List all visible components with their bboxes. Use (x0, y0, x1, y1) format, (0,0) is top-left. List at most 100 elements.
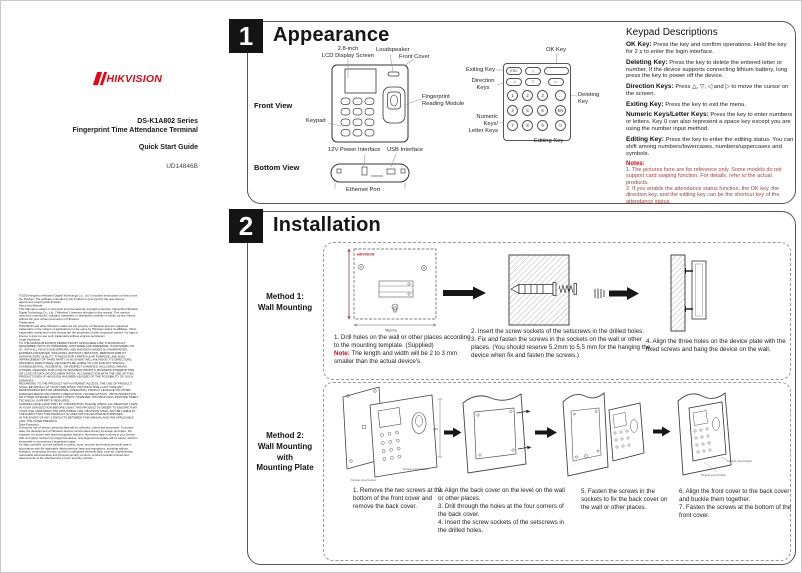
power-interface-label: 12V Power Interface (328, 147, 381, 153)
legal-text-block: ©2020 Hangzhou Hikvision Digital Technol… (19, 294, 139, 510)
key-8: 8 (522, 120, 533, 131)
annotation-text: Tamper-proof button (727, 459, 753, 463)
keypad-descriptions-list: OK Key: Press the key and confirm operat… (626, 41, 794, 205)
right-key: ▷ (548, 78, 564, 86)
up-key: △ (525, 67, 541, 75)
arrow-icon (609, 287, 639, 300)
usb-interface-label: USB Interface (387, 147, 424, 153)
fingerprint-module-label: Fingerprint Reading Module (422, 94, 465, 107)
hikvision-logo: HIKVISION (92, 71, 162, 86)
mounted-device-diagram: Tamper-proof button Tamper-proof button (677, 392, 753, 477)
annotation-text: Tamper-proof button (403, 467, 429, 471)
leader-lines (327, 53, 422, 189)
device-height-dimension: 140 (433, 427, 438, 431)
description-item: Deleting Key: Press the key to delete th… (626, 59, 794, 81)
method2-illustration: 140 Tamper-proof button Tamper-proof but… (342, 386, 753, 482)
installation-section-box (247, 211, 796, 565)
method1-box (323, 242, 791, 380)
key-5: 5 (522, 105, 533, 116)
wall-back-cover-diagram (462, 393, 532, 474)
method1-step4: 4. Align the three holes on the device p… (646, 338, 786, 354)
loudspeaker-label: Loudspeaker (376, 47, 410, 53)
exiting-key-label: Exiting Key (466, 67, 495, 73)
description-item: Numeric Keys/Letter Keys: Press the key … (626, 111, 794, 133)
description-item: OK Key: Press the key and confirm operat… (626, 41, 794, 56)
description-text: Press the key and confirm operations. Ho… (626, 42, 787, 55)
method2-box (323, 382, 791, 561)
ok-key-label: OK Key (546, 47, 566, 53)
annotation-text: Tamper-proof button (351, 478, 377, 482)
method1-illustration: HIKVISION 98(mm) (347, 248, 707, 333)
description-item: Direction Keys: Press △, ▽, ◁ and ▷ to m… (626, 83, 794, 98)
description-item: Editing Key: Press the key to enter the … (626, 136, 794, 158)
lcd-screen-label: 2.8-inch LCD Display Screen (321, 46, 375, 59)
appearance-title: Appearance (273, 24, 390, 46)
method1-step1: 1. Drill holes on the wall or other plac… (334, 334, 476, 366)
arrow-icon (444, 427, 462, 438)
description-text: Press the key to enter the editing statu… (626, 136, 794, 157)
brand-text: HIKVISION (106, 72, 162, 85)
description-term: Deleting Key: (626, 58, 668, 66)
direction-keys-label: Direction Keys (471, 78, 495, 91)
notes-text: 1. The pictures here are for reference o… (626, 166, 782, 205)
key-0: 0 (555, 120, 566, 131)
method1-steps23: 2. Insert the screw sockets of the setsc… (471, 328, 651, 360)
method2-label: Method 2: Wall Mounting with Mounting Pl… (256, 431, 314, 473)
description-term: Exiting Key: (626, 100, 664, 108)
description-text: Press the key to exit the menu. (665, 101, 747, 108)
front-view-label: Front View (254, 101, 293, 110)
front-cover-label: Front Cover (399, 54, 430, 60)
method2-steps234: 2. Align the back cover on the level on … (438, 487, 565, 535)
exploded-view-diagram: 140 Tamper-proof button Tamper-proof but… (342, 386, 443, 482)
legal-text: ©2020 Hangzhou Hikvision Digital Technol… (19, 294, 139, 461)
method1-label: Method 1: Wall Mounting (257, 292, 313, 312)
keypad-descriptions-heading: Keypad Descriptions (626, 27, 718, 38)
product-series: DS-K1A802 Series (137, 118, 198, 125)
editing-key-label: Editing Key (534, 138, 564, 144)
description-text: Press the key to enter numbers or letter… (626, 112, 793, 133)
installation-title: Installation (273, 214, 381, 236)
mounting-template-diagram: HIKVISION 98(mm) (347, 248, 437, 333)
description-text: Press the key to delete the entered lett… (626, 59, 788, 80)
wall-cross-section-diagram (508, 254, 577, 326)
key-7: 7 (507, 120, 518, 131)
description-term: Editing Key: (626, 135, 664, 143)
terminal-bottom-view-drawing (330, 163, 410, 183)
doc-title: Quick Start Guide (138, 144, 198, 151)
section-2-number: 2 (229, 209, 263, 243)
key-2: 2 (522, 90, 533, 101)
template-width-dimension: 98(mm) (385, 329, 397, 333)
description-term: Numeric Keys/Letter Keys: (626, 111, 709, 119)
template-brand-text: HIKVISION (357, 253, 375, 257)
esc-key: ESC (506, 67, 522, 75)
description-term: OK Key: (626, 41, 652, 48)
edit-key: EN (555, 105, 566, 116)
notes-heading: Notes: (626, 160, 645, 167)
keypad-label: Keypad (306, 118, 326, 124)
delete-key: ← (555, 90, 566, 101)
wall-side-view-diagram (670, 254, 707, 332)
section-1-number: 1 (229, 19, 263, 53)
description-text: Press △, ▽, ◁ and ▷ to move the cursor o… (626, 84, 789, 97)
terminal-front-view-drawing (331, 64, 409, 143)
down-key: ▽ (525, 78, 541, 86)
arrow-icon (535, 427, 557, 438)
left-key: ◁ (506, 78, 522, 86)
description-item: Exiting Key: Press the key to exit the m… (626, 101, 794, 109)
bottom-view-label: Bottom View (254, 163, 300, 172)
arrow-icon (653, 426, 671, 437)
ethernet-port-label: Ethernet Port (346, 187, 381, 193)
wall-device-attach-diagram (562, 392, 645, 477)
terminal-keypad-keys-drawing (340, 97, 375, 137)
key-4: 4 (507, 105, 518, 116)
step-text: 1. Drill holes on the wall or other plac… (334, 334, 471, 350)
note-label: Note: (334, 350, 350, 358)
deleting-key-label: Deleting Key (578, 92, 600, 105)
annotation-text: Tamper-proof button (701, 473, 727, 477)
note-text: The length and width will be 2 to 3 mm s… (334, 350, 458, 366)
keypad-diagram: ESC △ ◁ ▽ ▷ 1 2 3 ← 4 5 6 EN 7 8 9 0 (503, 63, 571, 141)
key-6: 6 (537, 105, 548, 116)
arrow-icon (443, 286, 486, 300)
doc-code: UD14846B (166, 163, 198, 170)
